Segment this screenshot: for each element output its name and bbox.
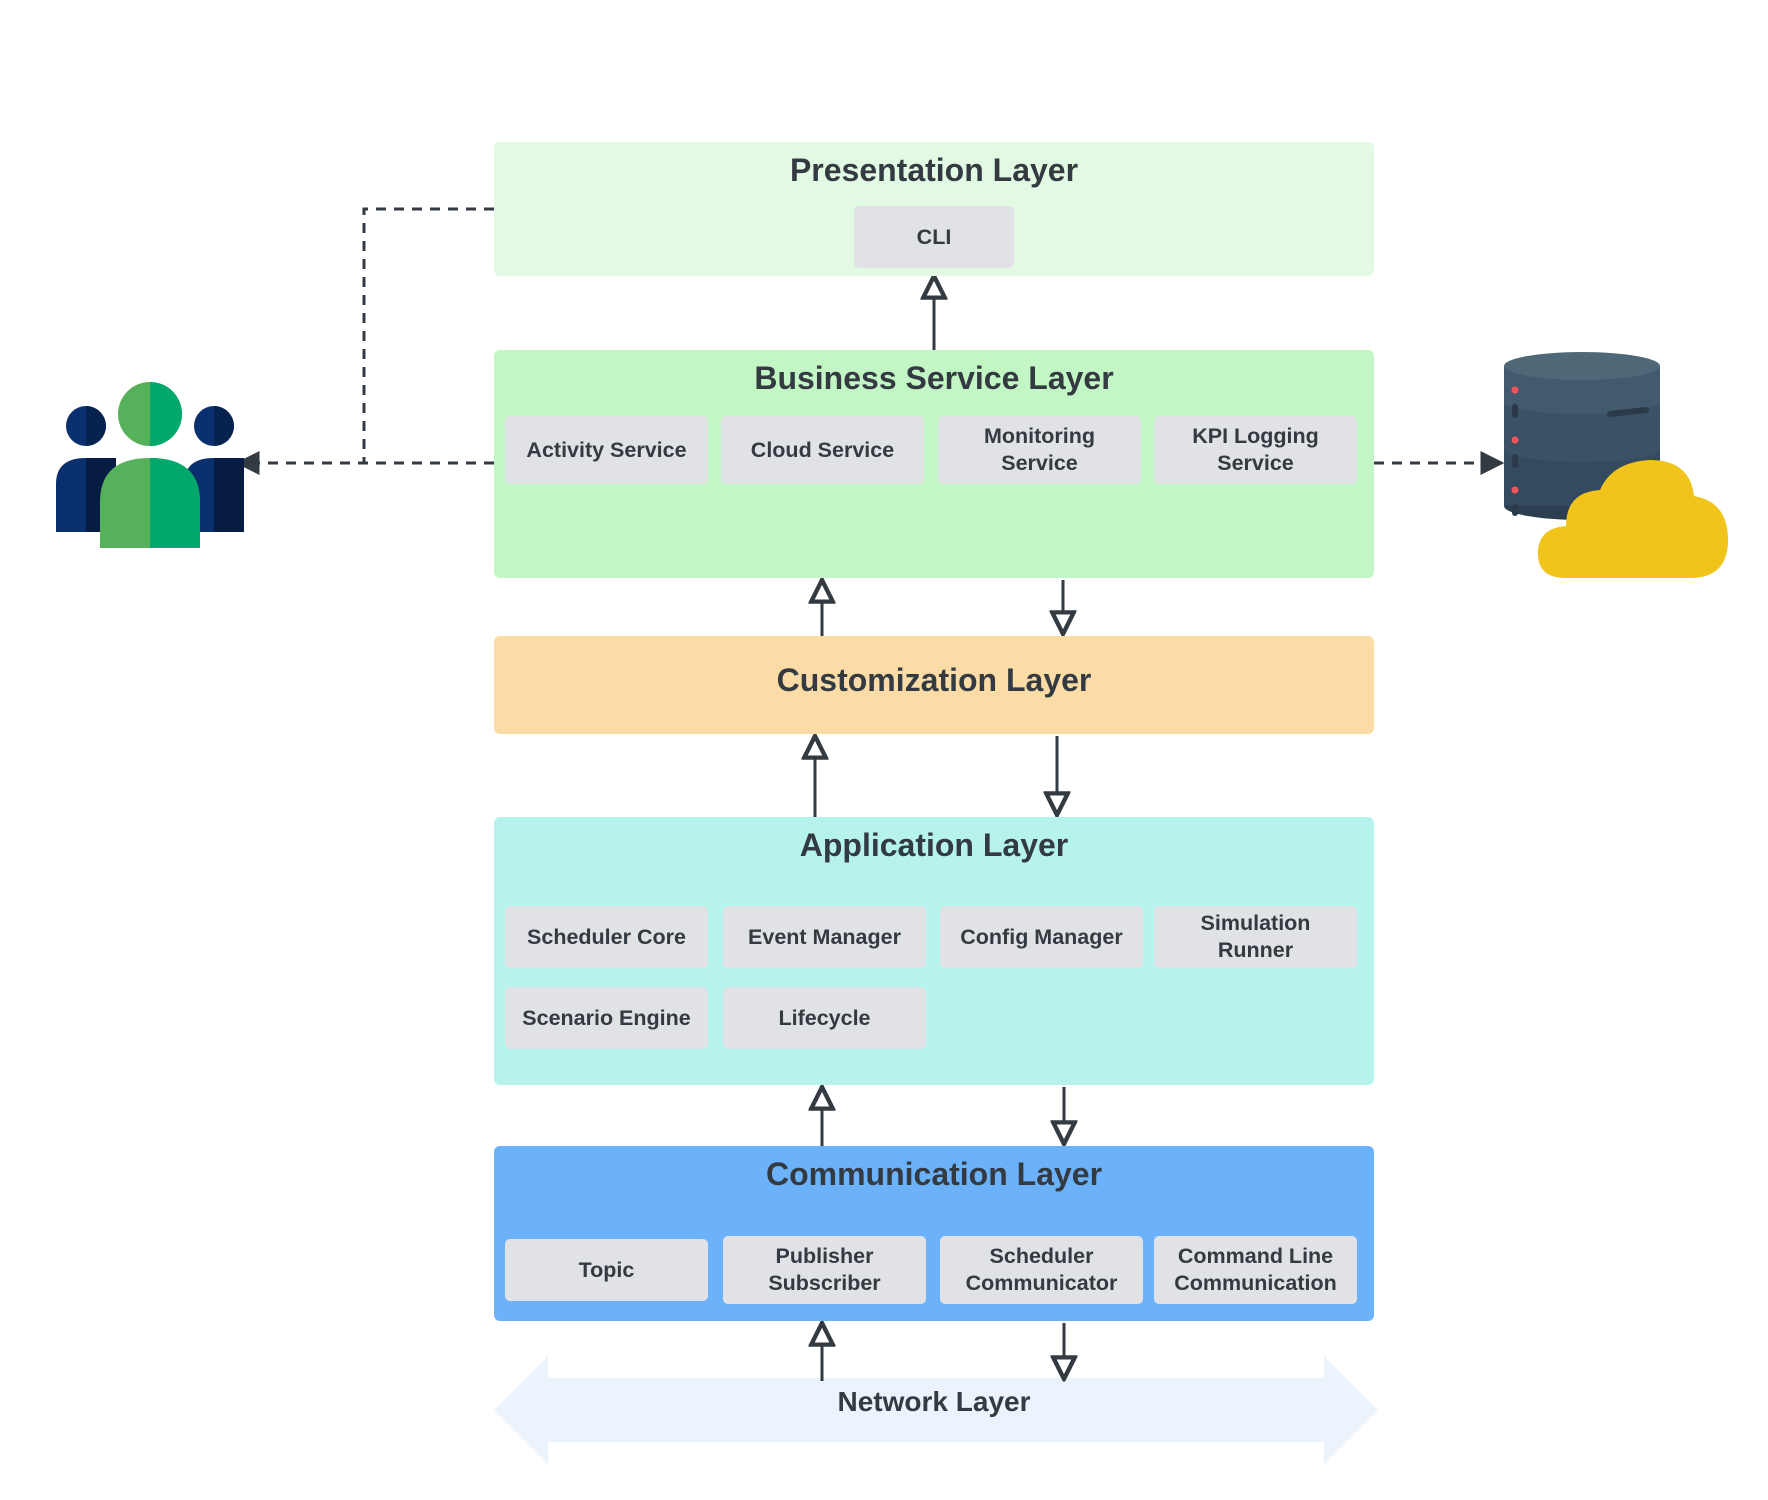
component-topic[interactable]: Topic (505, 1239, 708, 1301)
component-config-manager[interactable]: Config Manager (940, 906, 1143, 968)
presentation-layer: Presentation Layer CLI (494, 142, 1374, 276)
component-command-line-communication[interactable]: Command Line Communication (1154, 1236, 1357, 1304)
component-lifecycle[interactable]: Lifecycle (723, 987, 926, 1049)
business-service-layer: Business Service Layer Activity Service … (494, 350, 1374, 578)
network-layer-arrow (494, 1356, 1378, 1464)
component-scheduler-communicator[interactable]: Scheduler Communicator (940, 1236, 1143, 1304)
component-event-manager[interactable]: Event Manager (723, 906, 926, 968)
component-monitoring-service[interactable]: Monitoring Service (938, 416, 1141, 484)
business-layer-title: Business Service Layer (754, 360, 1114, 396)
component-simulation-runner[interactable]: Simulation Runner (1154, 906, 1357, 968)
network-layer-title: Network Layer (837, 1386, 1031, 1417)
customization-layer-title: Customization Layer (776, 662, 1092, 698)
customization-layer: Customization Layer (494, 636, 1374, 734)
database-cloud-icon (1500, 350, 1730, 582)
component-cloud-service[interactable]: Cloud Service (721, 416, 924, 484)
presentation-layer-title: Presentation Layer (789, 152, 1079, 188)
communication-layer-title: Communication Layer (765, 1156, 1103, 1192)
component-kpi-logging-service[interactable]: KPI Logging Service (1154, 416, 1357, 484)
component-scheduler-core[interactable]: Scheduler Core (505, 906, 708, 968)
application-layer-title: Application Layer (799, 827, 1069, 863)
component-publisher-subscriber[interactable]: Publisher Subscriber (723, 1236, 926, 1304)
dashed-presentation-to-users (362, 207, 494, 463)
application-layer: Application Layer Scheduler Core Event M… (494, 817, 1374, 1085)
users-group-icon (56, 382, 246, 550)
component-activity-service[interactable]: Activity Service (505, 416, 708, 484)
communication-layer: Communication Layer Topic Publisher Subs… (494, 1146, 1374, 1321)
component-cli[interactable]: CLI (854, 206, 1014, 268)
component-scenario-engine[interactable]: Scenario Engine (505, 987, 708, 1049)
